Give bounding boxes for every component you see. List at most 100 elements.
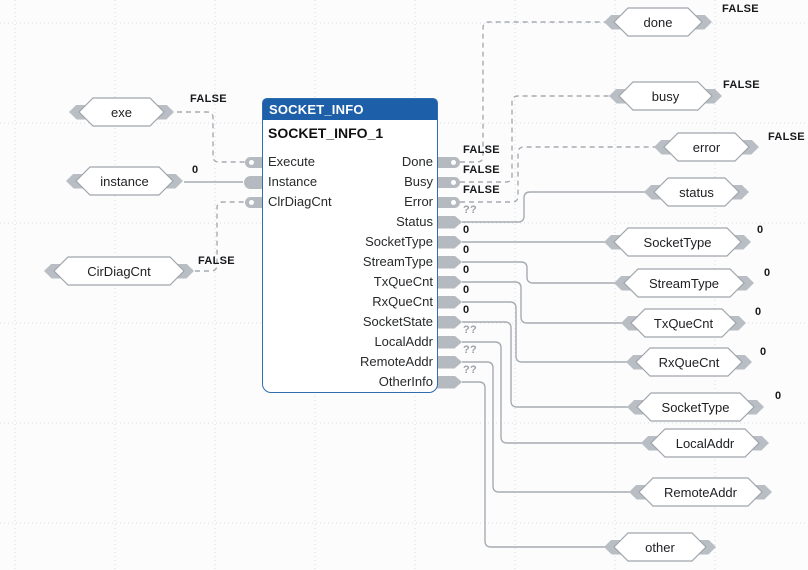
tag-hexagon [53, 256, 185, 286]
output-pin-otherinfo[interactable] [437, 375, 462, 389]
output-value-busy: FALSE [463, 164, 500, 176]
variable-tag-status[interactable]: status [644, 177, 749, 207]
tag-value: 0 [775, 390, 782, 402]
variable-tag-sockettype[interactable]: SocketType [627, 392, 764, 422]
output-pin-busy[interactable] [437, 176, 460, 188]
tag-hexagon [630, 308, 737, 338]
tag-value: FALSE [722, 3, 759, 15]
tag-hexagon [650, 428, 760, 458]
output-pin-done[interactable] [437, 156, 460, 168]
block-output-label: LocalAddr [374, 334, 433, 349]
output-pin-sockettype[interactable] [437, 235, 462, 249]
output-value-sockettype: 0 [463, 224, 470, 236]
output-value-status: ?? [463, 204, 478, 216]
output-value-streamtype: 0 [463, 244, 470, 256]
wire-txquecnt-txquecnt[interactable] [462, 281, 622, 324]
output-pin-txquecnt[interactable] [437, 275, 462, 289]
tag-label: exe [111, 104, 132, 120]
output-value-error: FALSE [463, 184, 500, 196]
tag-hexagon [78, 97, 165, 127]
variable-tag-instance[interactable]: instance [66, 166, 183, 196]
output-pin-remoteaddr[interactable] [437, 355, 462, 369]
wire-exe-execute[interactable] [177, 111, 245, 163]
tag-value: FALSE [198, 255, 235, 267]
wire-remoteaddr-remoteaddr[interactable] [462, 361, 630, 493]
variable-tag-sockettype[interactable]: SocketType [604, 227, 751, 257]
output-pin-socketstate[interactable] [437, 315, 462, 329]
tag-hexagon [653, 177, 740, 207]
tag-hexagon [638, 477, 763, 507]
block-output-label: Done [401, 154, 433, 169]
tag-value: 0 [764, 267, 771, 279]
tag-value: 0 [755, 306, 762, 318]
tag-hexagon [635, 347, 743, 377]
tag-label: SocketType [661, 399, 730, 415]
variable-tag-busy[interactable]: busy [609, 81, 722, 111]
output-pin-localaddr[interactable] [437, 335, 462, 349]
variable-tag-other[interactable]: other [604, 532, 716, 562]
output-pin-error[interactable] [437, 196, 460, 208]
block-output-label: RemoteAddr [360, 354, 433, 369]
wire-otherinfo-other[interactable] [462, 381, 605, 548]
block-output-label: Error [404, 194, 433, 209]
block-input-label: Execute [268, 154, 315, 169]
output-value-remoteaddr: ?? [463, 344, 478, 356]
output-pin-status[interactable] [437, 215, 462, 229]
tag-label: LocalAddr [675, 435, 735, 451]
variable-tag-localaddr[interactable]: LocalAddr [641, 428, 769, 458]
input-pin-instance[interactable] [244, 175, 263, 189]
variable-tag-txquecnt[interactable]: TxQueCnt [621, 308, 746, 338]
block-input-label: Instance [268, 174, 318, 189]
block-output-label: TxQueCnt [373, 274, 433, 289]
variable-tag-done[interactable]: done [604, 7, 712, 37]
wire-streamtype-streamtype[interactable] [462, 261, 615, 284]
variable-tag-exe[interactable]: exe [69, 97, 174, 127]
pin-hole [450, 179, 456, 185]
tag-label: RxQueCnt [658, 354, 720, 370]
block-output-label: StreamType [362, 254, 433, 269]
function-block-type-name: SOCKET_INFO [269, 102, 364, 117]
tag-label: done [643, 14, 673, 30]
tag-hexagon [613, 7, 703, 37]
wire-socketstate-sockettype2[interactable] [462, 321, 628, 408]
wire-status-status[interactable] [462, 191, 645, 223]
tag-label: SocketType [643, 234, 712, 250]
block-output-label: OtherInfo [378, 374, 433, 389]
tag-value: 0 [192, 164, 199, 176]
wire-done-done[interactable] [460, 21, 605, 163]
function-block-type-header: SOCKET_INFO [263, 99, 437, 120]
tag-hexagon [623, 268, 745, 298]
function-block-instance-name: SOCKET_INFO_1 [268, 125, 384, 141]
wire-busy-busy[interactable] [460, 95, 610, 183]
variable-tag-error[interactable]: error [654, 132, 759, 162]
tag-label: RemoteAddr [664, 484, 737, 500]
tag-hexagon [618, 81, 713, 111]
tag-value: 0 [757, 224, 764, 236]
tag-label: busy [651, 88, 680, 104]
wire-error-error[interactable] [460, 146, 655, 203]
wire-localaddr-localaddr[interactable] [462, 341, 642, 444]
variable-tag-cirdiagcnt[interactable]: CirDiagCnt [44, 256, 194, 286]
variable-tag-remoteaddr[interactable]: RemoteAddr [629, 477, 772, 507]
pin-hole [450, 159, 456, 165]
tag-hexagon [663, 132, 750, 162]
block-output-label: RxQueCnt [372, 294, 433, 309]
output-value-localaddr: ?? [463, 324, 478, 336]
tag-label: other [645, 539, 675, 555]
input-pin-execute[interactable] [245, 156, 263, 168]
wire-rxquecnt-rxquecnt[interactable] [462, 301, 627, 363]
output-pin-rxquecnt[interactable] [437, 295, 462, 309]
variable-tag-streamtype[interactable]: StreamType [614, 268, 754, 298]
wire-cirdiagcnt-clrdiagcnt[interactable] [195, 201, 245, 272]
input-pin-clrdiagcnt[interactable] [245, 196, 263, 208]
tag-hexagon [613, 227, 742, 257]
block-output-label: SocketType [365, 234, 433, 249]
tag-value: FALSE [723, 79, 760, 91]
output-value-otherinfo: ?? [463, 364, 478, 376]
variable-tag-rxquecnt[interactable]: RxQueCnt [626, 347, 752, 377]
output-pin-streamtype[interactable] [437, 255, 462, 269]
function-block-socket-info[interactable]: SOCKET_INFO SOCKET_INFO_1 [262, 98, 438, 393]
tag-value: FALSE [768, 131, 805, 143]
block-output-label: SocketState [362, 314, 433, 329]
